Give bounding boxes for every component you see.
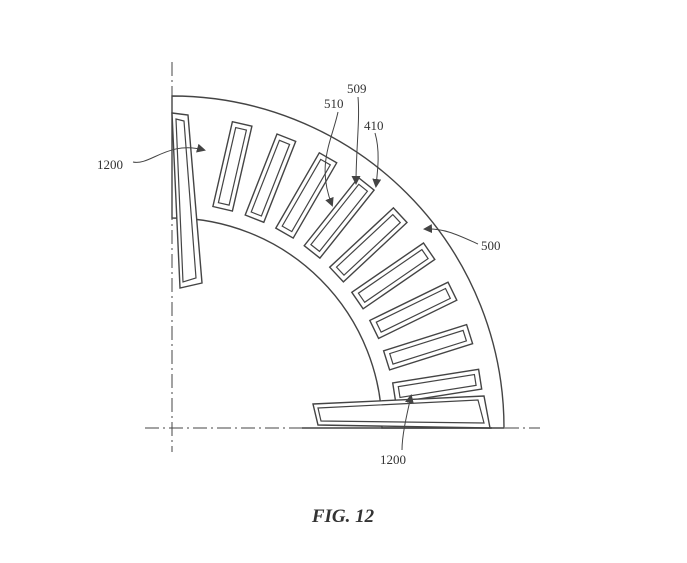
slot-outline bbox=[274, 151, 338, 240]
slot-winding bbox=[357, 248, 429, 304]
slot-winding bbox=[281, 158, 332, 233]
leader-lines bbox=[132, 96, 479, 451]
leader-509 bbox=[351, 96, 361, 185]
slot-winding bbox=[397, 373, 477, 399]
slot-winding bbox=[250, 139, 291, 217]
slot-outline bbox=[244, 133, 297, 224]
leader-410 bbox=[372, 132, 382, 188]
slot-outline bbox=[391, 368, 483, 404]
winding-slots bbox=[212, 120, 483, 404]
slot-outline bbox=[328, 206, 408, 283]
slot-outline bbox=[212, 120, 253, 212]
label-1200-left: 1200 bbox=[97, 157, 123, 172]
slot-outline bbox=[350, 242, 436, 310]
label-410: 410 bbox=[364, 118, 384, 133]
leader-510 bbox=[324, 111, 339, 207]
label-1200-bottom: 1200 bbox=[380, 452, 406, 467]
slot-winding bbox=[335, 213, 402, 277]
label-500: 500 bbox=[481, 238, 501, 253]
slot-outline bbox=[303, 176, 376, 260]
end-coil-left bbox=[171, 112, 203, 289]
slot-winding bbox=[388, 329, 468, 365]
figure-caption: FIG. 12 bbox=[311, 506, 375, 527]
slot-winding bbox=[310, 183, 369, 253]
leader-1200-bottom bbox=[401, 394, 414, 451]
leader-1200-left bbox=[132, 143, 206, 163]
slot-winding bbox=[217, 126, 248, 206]
end-coil-bottom bbox=[302, 395, 492, 429]
label-510: 510 bbox=[324, 96, 344, 111]
label-509: 509 bbox=[347, 81, 367, 96]
slot-winding bbox=[375, 287, 452, 333]
slot-outline bbox=[382, 323, 474, 371]
leader-500 bbox=[423, 224, 479, 245]
slot-outline bbox=[368, 281, 458, 340]
